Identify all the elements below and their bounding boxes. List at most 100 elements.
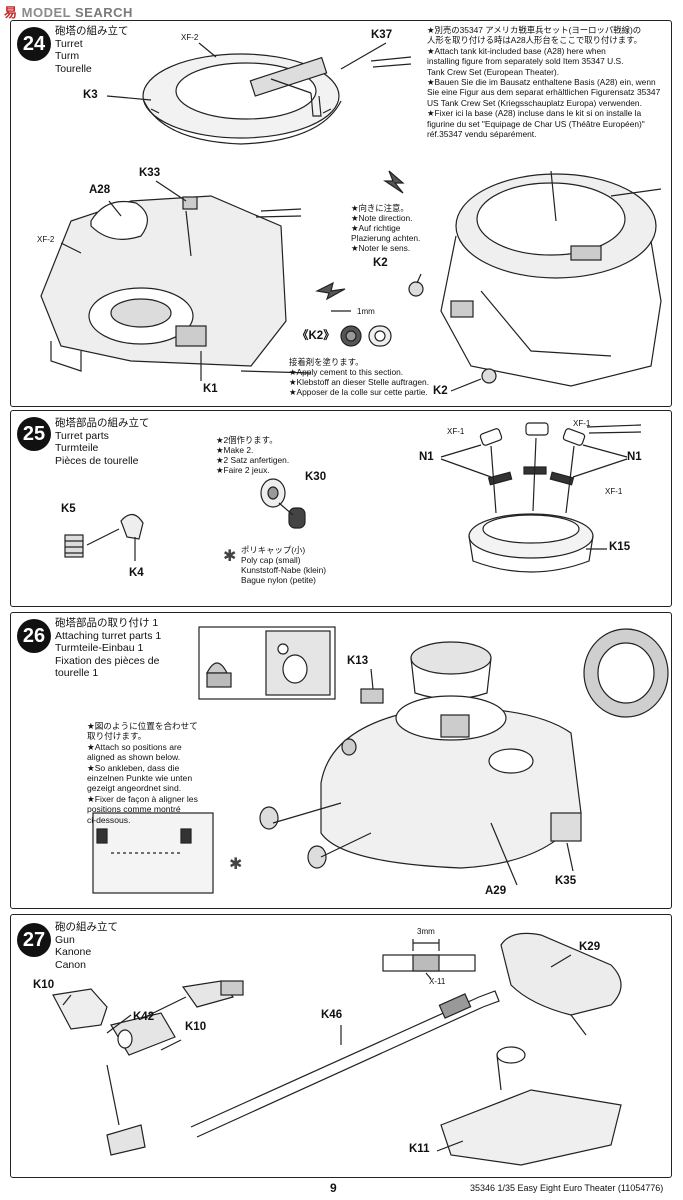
- step-27-number: 27: [17, 923, 51, 957]
- page-number: 9: [330, 1181, 337, 1195]
- label-k2: K2: [373, 257, 388, 269]
- title-line: Turret parts: [55, 429, 109, 442]
- watermark: 易 MODEL SEARCH: [4, 2, 133, 21]
- step-27-drawing: [52, 932, 622, 1166]
- note-line: ★Klebstoff an dieser Stelle auftragen.: [289, 377, 430, 387]
- step-25-make-note: ★2個作ります。 ★Make 2. ★2 Satz anfertigen. ★F…: [216, 435, 326, 475]
- label-k4: K4: [129, 567, 144, 579]
- label-1mm: 1mm: [357, 307, 375, 316]
- note-line: ★Apposer de la colle sur cette partie.: [289, 387, 428, 397]
- note-line: ★So ankleben, dass die: [87, 762, 180, 773]
- step-24-number: 24: [17, 27, 51, 61]
- note-line: installing figure from separately sold I…: [427, 56, 624, 67]
- title-line: Gun: [55, 933, 75, 946]
- title-line: 砲塔部品の取り付け 1: [55, 617, 159, 629]
- label-a28: A28: [89, 184, 111, 196]
- step-24-title: 砲塔の組み立て Turret Turm Tourelle: [55, 25, 129, 75]
- label-a29: A29: [485, 885, 507, 897]
- step-26-number: 26: [17, 619, 51, 653]
- note-line: figurine du set "Equipage de Char US (Th…: [427, 118, 645, 129]
- note-line: Tank Crew Set (European Theater).: [427, 66, 560, 77]
- title-line: Fixation des pièces de: [55, 654, 160, 667]
- note-line: ★別売の35347 アメリカ戦車兵セット(ヨーロッパ戦線)の: [427, 25, 642, 35]
- title-line: Turmteile: [55, 442, 99, 454]
- step-26-title: 砲塔部品の取り付け 1 Attaching turret parts 1 Tur…: [55, 617, 161, 680]
- watermark-han: 易: [4, 5, 18, 20]
- label-k29: K29: [579, 941, 601, 953]
- note-line: ★Attach so positions are: [87, 741, 182, 752]
- label-k30: K30: [305, 471, 327, 483]
- title-line: tourelle 1: [55, 667, 99, 679]
- label-k2-box: 《K2》: [297, 330, 335, 342]
- label-n1: N1: [419, 451, 434, 463]
- label-k10: K10: [185, 1021, 207, 1033]
- step-27-title: 砲の組み立て Gun Kanone Canon: [55, 921, 118, 971]
- title-line: Pièces de tourelle: [55, 454, 139, 467]
- step-25-drawing: ✱: [64, 422, 642, 573]
- title-line: Attaching turret parts 1: [55, 629, 162, 642]
- note-line: ★Fixer de façon à aligner les: [87, 793, 198, 804]
- note-line: réf.35347 vendu séparément.: [427, 129, 537, 140]
- note-line: US Tank Crew Set (Kriegsschauplatz Europ…: [427, 97, 642, 108]
- title-line: Turm: [55, 50, 80, 62]
- note-line: ★Note direction.: [351, 213, 413, 223]
- label-k1: K1: [203, 383, 218, 395]
- label-k10: K10: [33, 979, 55, 991]
- note-line: ★Attach tank kit-included base (A28) her…: [427, 45, 606, 56]
- step-26-panel: ✱ 26 砲塔部品の取り付け 1 Attaching turret parts …: [10, 612, 672, 909]
- note-line: ★Bauen Sie die im Bausatz enthaltene Bas…: [427, 77, 656, 88]
- label-k46: K46: [321, 1009, 343, 1021]
- label-k15: K15: [609, 541, 631, 553]
- step-25-title: 砲塔部品の組み立て Turret parts Turmteile Pièces …: [55, 417, 150, 467]
- step-25-poly-note: ポリキャップ(小) Poly cap (small) Kunststoff-Na…: [241, 545, 371, 585]
- label-xf1: XF-1: [605, 487, 623, 496]
- label-xf1: XF-1: [573, 419, 591, 428]
- step-24-panel: 24 砲塔の組み立て Turret Turm Tourelle ★別売の3534…: [10, 20, 672, 407]
- note-line: 取り付けます。: [87, 731, 147, 742]
- watermark-search: SEARCH: [74, 5, 133, 20]
- step-27-panel: 27 砲の組み立て Gun Kanone Canon 3mm X-11 K29 …: [10, 914, 672, 1178]
- label-k11: K11: [409, 1143, 430, 1155]
- label-k42: K42: [133, 1011, 155, 1023]
- watermark-model: MODEL: [21, 5, 71, 20]
- title-line: Turret: [55, 37, 83, 50]
- title-line: 砲塔の組み立て: [55, 25, 129, 37]
- note-line: Bague nylon (petite): [241, 575, 316, 585]
- svg-text:✱: ✱: [229, 854, 242, 873]
- label-k13: K13: [347, 655, 369, 667]
- note-line: 人形を取り付ける時はA28人形台をここで取り付けます。: [427, 35, 643, 46]
- note-line: gezeigt angeordnet sind.: [87, 783, 182, 794]
- note-line: ★Auf richtige: [351, 223, 401, 233]
- label-k33: K33: [139, 167, 161, 179]
- label-xf2: XF-2: [37, 235, 55, 244]
- title-line: Turmteile-Einbau 1: [55, 642, 144, 654]
- label-k37: K37: [371, 29, 393, 41]
- note-line: ★Make 2.: [216, 445, 254, 455]
- note-line: Sie eine Figur aus dem separat erhältlic…: [427, 87, 661, 98]
- label-xf2: XF-2: [181, 33, 199, 42]
- title-line: Tourelle: [55, 62, 92, 75]
- note-line: ★Fixer ici la base (A28) incluse dans le…: [427, 108, 642, 119]
- note-line: ci-dessous.: [87, 814, 131, 825]
- step-24-cement-note: 接着剤を塗ります。 ★Apply cement to this section.…: [289, 357, 469, 397]
- svg-text:✱: ✱: [223, 546, 236, 565]
- step-24-figure-note: ★別売の35347 アメリカ戦車兵セット(ヨーロッパ戦線)の 人形を取り付ける時…: [427, 25, 667, 139]
- label-x11: X-11: [429, 977, 446, 986]
- note-line: ★向きに注意。: [351, 203, 409, 213]
- step-26-drawing: ✱: [92, 626, 669, 894]
- label-k35: K35: [555, 875, 577, 887]
- label-3mm: 3mm: [417, 927, 435, 936]
- note-line: einzelnen Punkte wie unten: [87, 773, 193, 784]
- label-n1: N1: [627, 451, 642, 463]
- step-26-align-note: ★図のように位置を合わせて 取り付けます。 ★Attach so positio…: [87, 721, 217, 825]
- note-line: ★図のように位置を合わせて: [87, 721, 198, 731]
- title-line: Canon: [55, 958, 86, 971]
- note-line: Poly cap (small): [241, 555, 301, 565]
- note-line: Kunststoff-Nabe (klein): [241, 565, 327, 575]
- note-line: 接着剤を塗ります。: [289, 357, 364, 367]
- label-k2-lower: K2: [433, 385, 448, 397]
- title-line: 砲の組み立て: [55, 921, 118, 933]
- step-25-panel: ✱ 25 砲塔部品の組み立て Turret parts Turmteile Pi…: [10, 410, 672, 607]
- note-line: ★2 Satz anfertigen.: [216, 455, 290, 465]
- note-line: ポリキャップ(小): [241, 545, 306, 555]
